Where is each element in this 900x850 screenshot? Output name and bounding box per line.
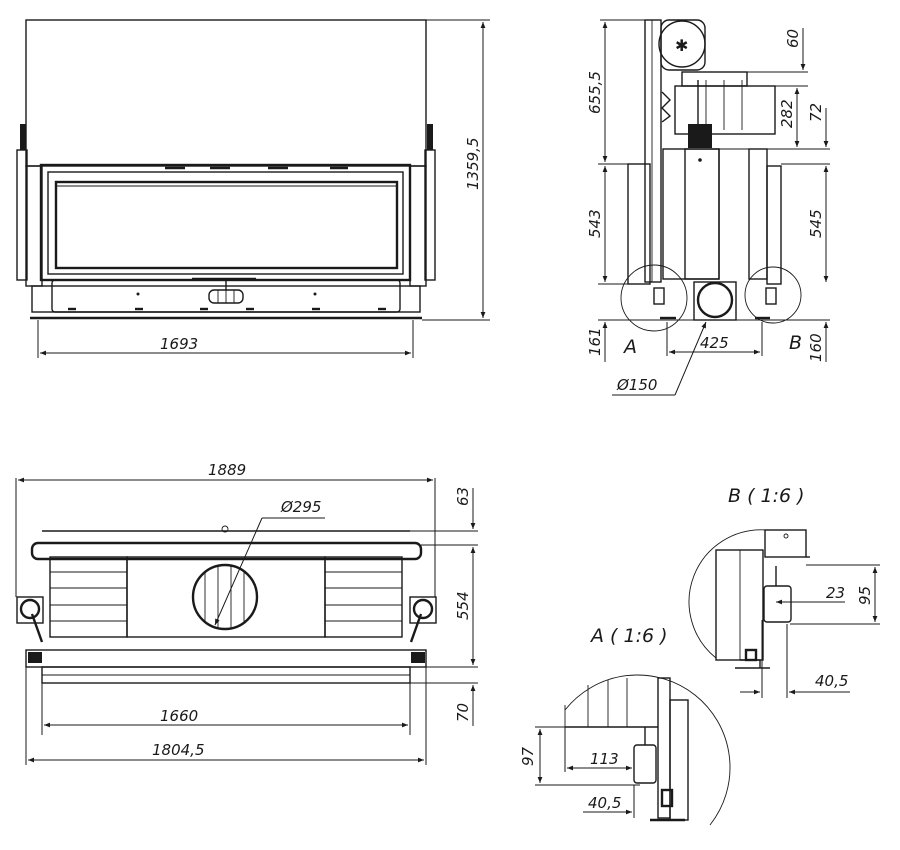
top-depth-label: 554 <box>454 591 472 620</box>
top-view <box>15 477 478 765</box>
top-bottom-offset-label: 70 <box>454 703 472 722</box>
top-inner-width-label: 1660 <box>160 707 198 725</box>
side-upper-height-label: 655,5 <box>586 71 604 114</box>
detail-a-offset-label: 113 <box>590 750 619 768</box>
top-outer-width-label: 1804,5 <box>152 741 205 759</box>
detail-b-offset-label: 23 <box>826 584 845 602</box>
side-top-offset-label: 60 <box>784 29 802 48</box>
side-hood-height-label: 282 <box>778 99 796 128</box>
detail-b-foot-offset-label: 40,5 <box>815 672 848 690</box>
detail-a <box>535 674 731 826</box>
front-view <box>16 19 490 358</box>
top-overall-width-label: 1889 <box>208 461 246 479</box>
side-duct-diameter-label: Ø150 <box>616 376 657 394</box>
detail-a-title: A ( 1:6 ) <box>589 625 668 647</box>
detail-a-marker: A <box>622 336 637 358</box>
front-width-dim-label: 1693 <box>160 335 198 353</box>
side-bottom-left-label: 161 <box>586 327 604 356</box>
top-top-offset-label: 63 <box>454 487 472 506</box>
svg-text:✱: ✱ <box>675 36 688 55</box>
side-hood-offset-label: 72 <box>807 103 825 122</box>
detail-a-foot-offset-label: 40,5 <box>588 794 621 812</box>
detail-a-height-label: 97 <box>519 746 537 766</box>
detail-b-marker: B <box>789 332 802 354</box>
detail-b-height-label: 95 <box>856 586 874 605</box>
side-foot-spacing-label: 425 <box>700 334 729 352</box>
side-view: ✱ <box>598 19 830 396</box>
side-middle-left-label: 543 <box>586 209 604 238</box>
top-duct-diameter-label: Ø295 <box>280 498 321 516</box>
side-bottom-right-label: 160 <box>807 333 825 362</box>
detail-b <box>688 529 880 698</box>
front-height-dim-label: 1359,5 <box>464 138 482 191</box>
side-middle-right-label: 545 <box>807 209 825 238</box>
detail-b-title: B ( 1:6 ) <box>728 485 805 507</box>
